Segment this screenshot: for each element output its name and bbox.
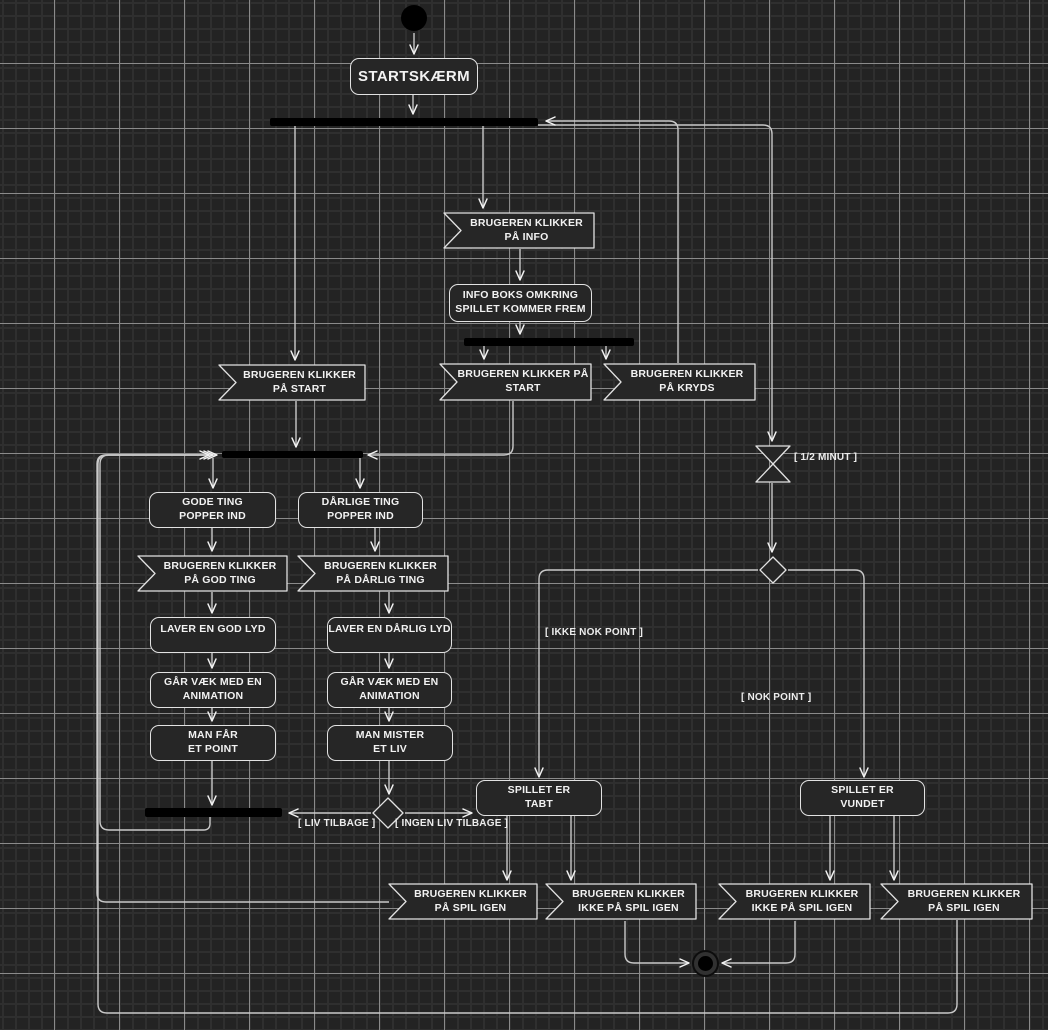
edge-kryds-fork[interactable] (545, 116, 679, 363)
action-animation-hoejre[interactable]: GÅR VÆK MED EN ANIMATION (327, 672, 452, 708)
node-label: BRUGEREN KLIKKER PÅ KRYDS (630, 368, 744, 394)
signal-ikke-spil-igen-venstre[interactable]: BRUGEREN KLIKKER IKKE PÅ SPIL IGEN (545, 883, 697, 920)
signal-klikker-paa-daarlig-ting[interactable]: BRUGEREN KLIKKER PÅ DÅRLIG TING (297, 555, 449, 592)
fork-bar-info[interactable] (464, 338, 634, 346)
guard-nok-point[interactable]: [ NOK POINT ] (741, 692, 812, 703)
action-man-faar-et-point[interactable]: MAN FÅR ET POINT (150, 725, 276, 761)
node-label: MAN FÅR ET POINT (187, 729, 239, 755)
node-shape (603, 363, 756, 401)
guard-ingen-liv-tilbage[interactable]: [ INGEN LIV TILBAGE ] (395, 818, 509, 829)
final-node-dot (698, 956, 713, 971)
node-label: SPILLET ER VUNDET (831, 784, 894, 810)
node-label: BRUGEREN KLIKKER PÅ INFO (470, 216, 583, 243)
node-label: INFO BOKS OMKRING SPILLET KOMMER FREM (455, 289, 586, 315)
node-shape (545, 883, 697, 920)
action-daarlige-ting[interactable]: DÅRLIGE TING POPPER IND (298, 492, 423, 528)
node-shape (218, 364, 366, 401)
node-label: BRUGEREN KLIKKER PÅ DÅRLIG TING (324, 559, 437, 586)
action-spillet-er-vundet[interactable]: SPILLET ER VUNDET (800, 780, 925, 816)
node-label: BRUGEREN KLIKKER IKKE PÅ SPIL IGEN (745, 887, 859, 914)
fork-bar-spil[interactable] (222, 451, 363, 458)
action-animation-venstre[interactable]: GÅR VÆK MED EN ANIMATION (150, 672, 276, 708)
node-label: STARTSKÆRM (357, 67, 471, 85)
signal-spil-igen-hoejre[interactable]: BRUGEREN KLIKKER PÅ SPIL IGEN (880, 883, 1033, 920)
guard-halvt-minut[interactable]: [ 1/2 MINUT ] (794, 452, 858, 463)
node-shape (718, 883, 871, 920)
edge-fork-timer[interactable] (538, 124, 777, 442)
guard-liv-tilbage[interactable]: [ LIV TILBAGE ] (298, 818, 376, 829)
guard-ikke-nok-point[interactable]: [ IKKE NOK POINT ] (545, 627, 644, 638)
node-label: SPILLET ER TABT (507, 784, 571, 810)
node-shape (759, 556, 787, 584)
join-bar-liv[interactable] (145, 808, 282, 817)
node-label: GÅR VÆK MED EN ANIMATION (164, 676, 262, 702)
node-label: LAVER EN DÅRLIG LYD (328, 623, 451, 635)
signal-klikker-paa-start-midt[interactable]: BRUGEREN KLIKKER PÅ START (439, 363, 592, 401)
node-label: GÅR VÆK MED EN ANIMATION (340, 676, 439, 702)
node-shape (439, 363, 592, 401)
node-label: GODE TING POPPER IND (179, 496, 246, 522)
decision-point[interactable] (759, 556, 787, 584)
node-label: BRUGEREN KLIKKER PÅ SPIL IGEN (414, 887, 527, 914)
signal-klikker-paa-god-ting[interactable]: BRUGEREN KLIKKER PÅ GOD TING (137, 555, 288, 592)
action-info-boks[interactable]: INFO BOKS OMKRING SPILLET KOMMER FREM (449, 284, 592, 322)
node-shape (443, 212, 595, 249)
signal-klikker-paa-kryds[interactable]: BRUGEREN KLIKKER PÅ KRYDS (603, 363, 756, 401)
signal-klikker-paa-info[interactable]: BRUGEREN KLIKKER PÅ INFO (443, 212, 595, 249)
node-label: BRUGEREN KLIKKER PÅ START (457, 368, 589, 394)
edge-ikke-hoejre-final[interactable] (721, 921, 796, 968)
action-god-lyd[interactable]: LAVER EN GOD LYD (150, 617, 276, 653)
action-gode-ting[interactable]: GODE TING POPPER IND (149, 492, 276, 528)
initial-node[interactable] (401, 5, 427, 31)
decision-liv[interactable] (372, 797, 404, 829)
final-node[interactable] (692, 950, 719, 977)
node-shape (137, 555, 288, 592)
edge-join-loop-fork3[interactable] (99, 450, 218, 831)
node-label: DÅRLIGE TING POPPER IND (321, 496, 400, 522)
action-daarlig-lyd[interactable]: LAVER EN DÅRLIG LYD (327, 617, 452, 653)
fork-bar-top[interactable] (270, 118, 538, 126)
node-label: BRUGEREN KLIKKER PÅ GOD TING (163, 559, 277, 586)
action-man-mister-et-liv[interactable]: MAN MISTER ET LIV (327, 725, 453, 761)
node-label: BRUGEREN KLIKKER IKKE PÅ SPIL IGEN (572, 887, 685, 914)
node-label: LAVER EN GOD LYD (160, 623, 266, 635)
signal-ikke-spil-igen-hoejre[interactable]: BRUGEREN KLIKKER IKKE PÅ SPIL IGEN (718, 883, 871, 920)
node-shape (297, 555, 449, 592)
node-label: MAN MISTER ET LIV (355, 729, 425, 755)
signal-spil-igen-venstre[interactable]: BRUGEREN KLIKKER PÅ SPIL IGEN (388, 883, 538, 920)
node-shape (755, 445, 791, 483)
signal-klikker-paa-start-venstre[interactable]: BRUGEREN KLIKKER PÅ START (218, 364, 366, 401)
node-shape (372, 797, 404, 829)
edge-start-midt-fork3[interactable] (367, 401, 514, 460)
node-label: BRUGEREN KLIKKER PÅ START (243, 368, 356, 395)
action-startskaerm[interactable]: STARTSKÆRM (350, 58, 478, 95)
wait-hourglass[interactable] (755, 445, 791, 483)
node-label: BRUGEREN KLIKKER PÅ SPIL IGEN (907, 887, 1021, 914)
action-spillet-er-tabt[interactable]: SPILLET ER TABT (476, 780, 602, 816)
edge-decision-tabt-ikke-nok-point[interactable] (534, 569, 758, 778)
edge-spil-igen-hoejre-fork3[interactable] (97, 450, 958, 1014)
node-shape (880, 883, 1033, 920)
edge-decision-vundet-nok-point[interactable] (788, 569, 869, 778)
edge-ikke-venstre-final[interactable] (624, 921, 690, 968)
node-shape (388, 883, 538, 920)
